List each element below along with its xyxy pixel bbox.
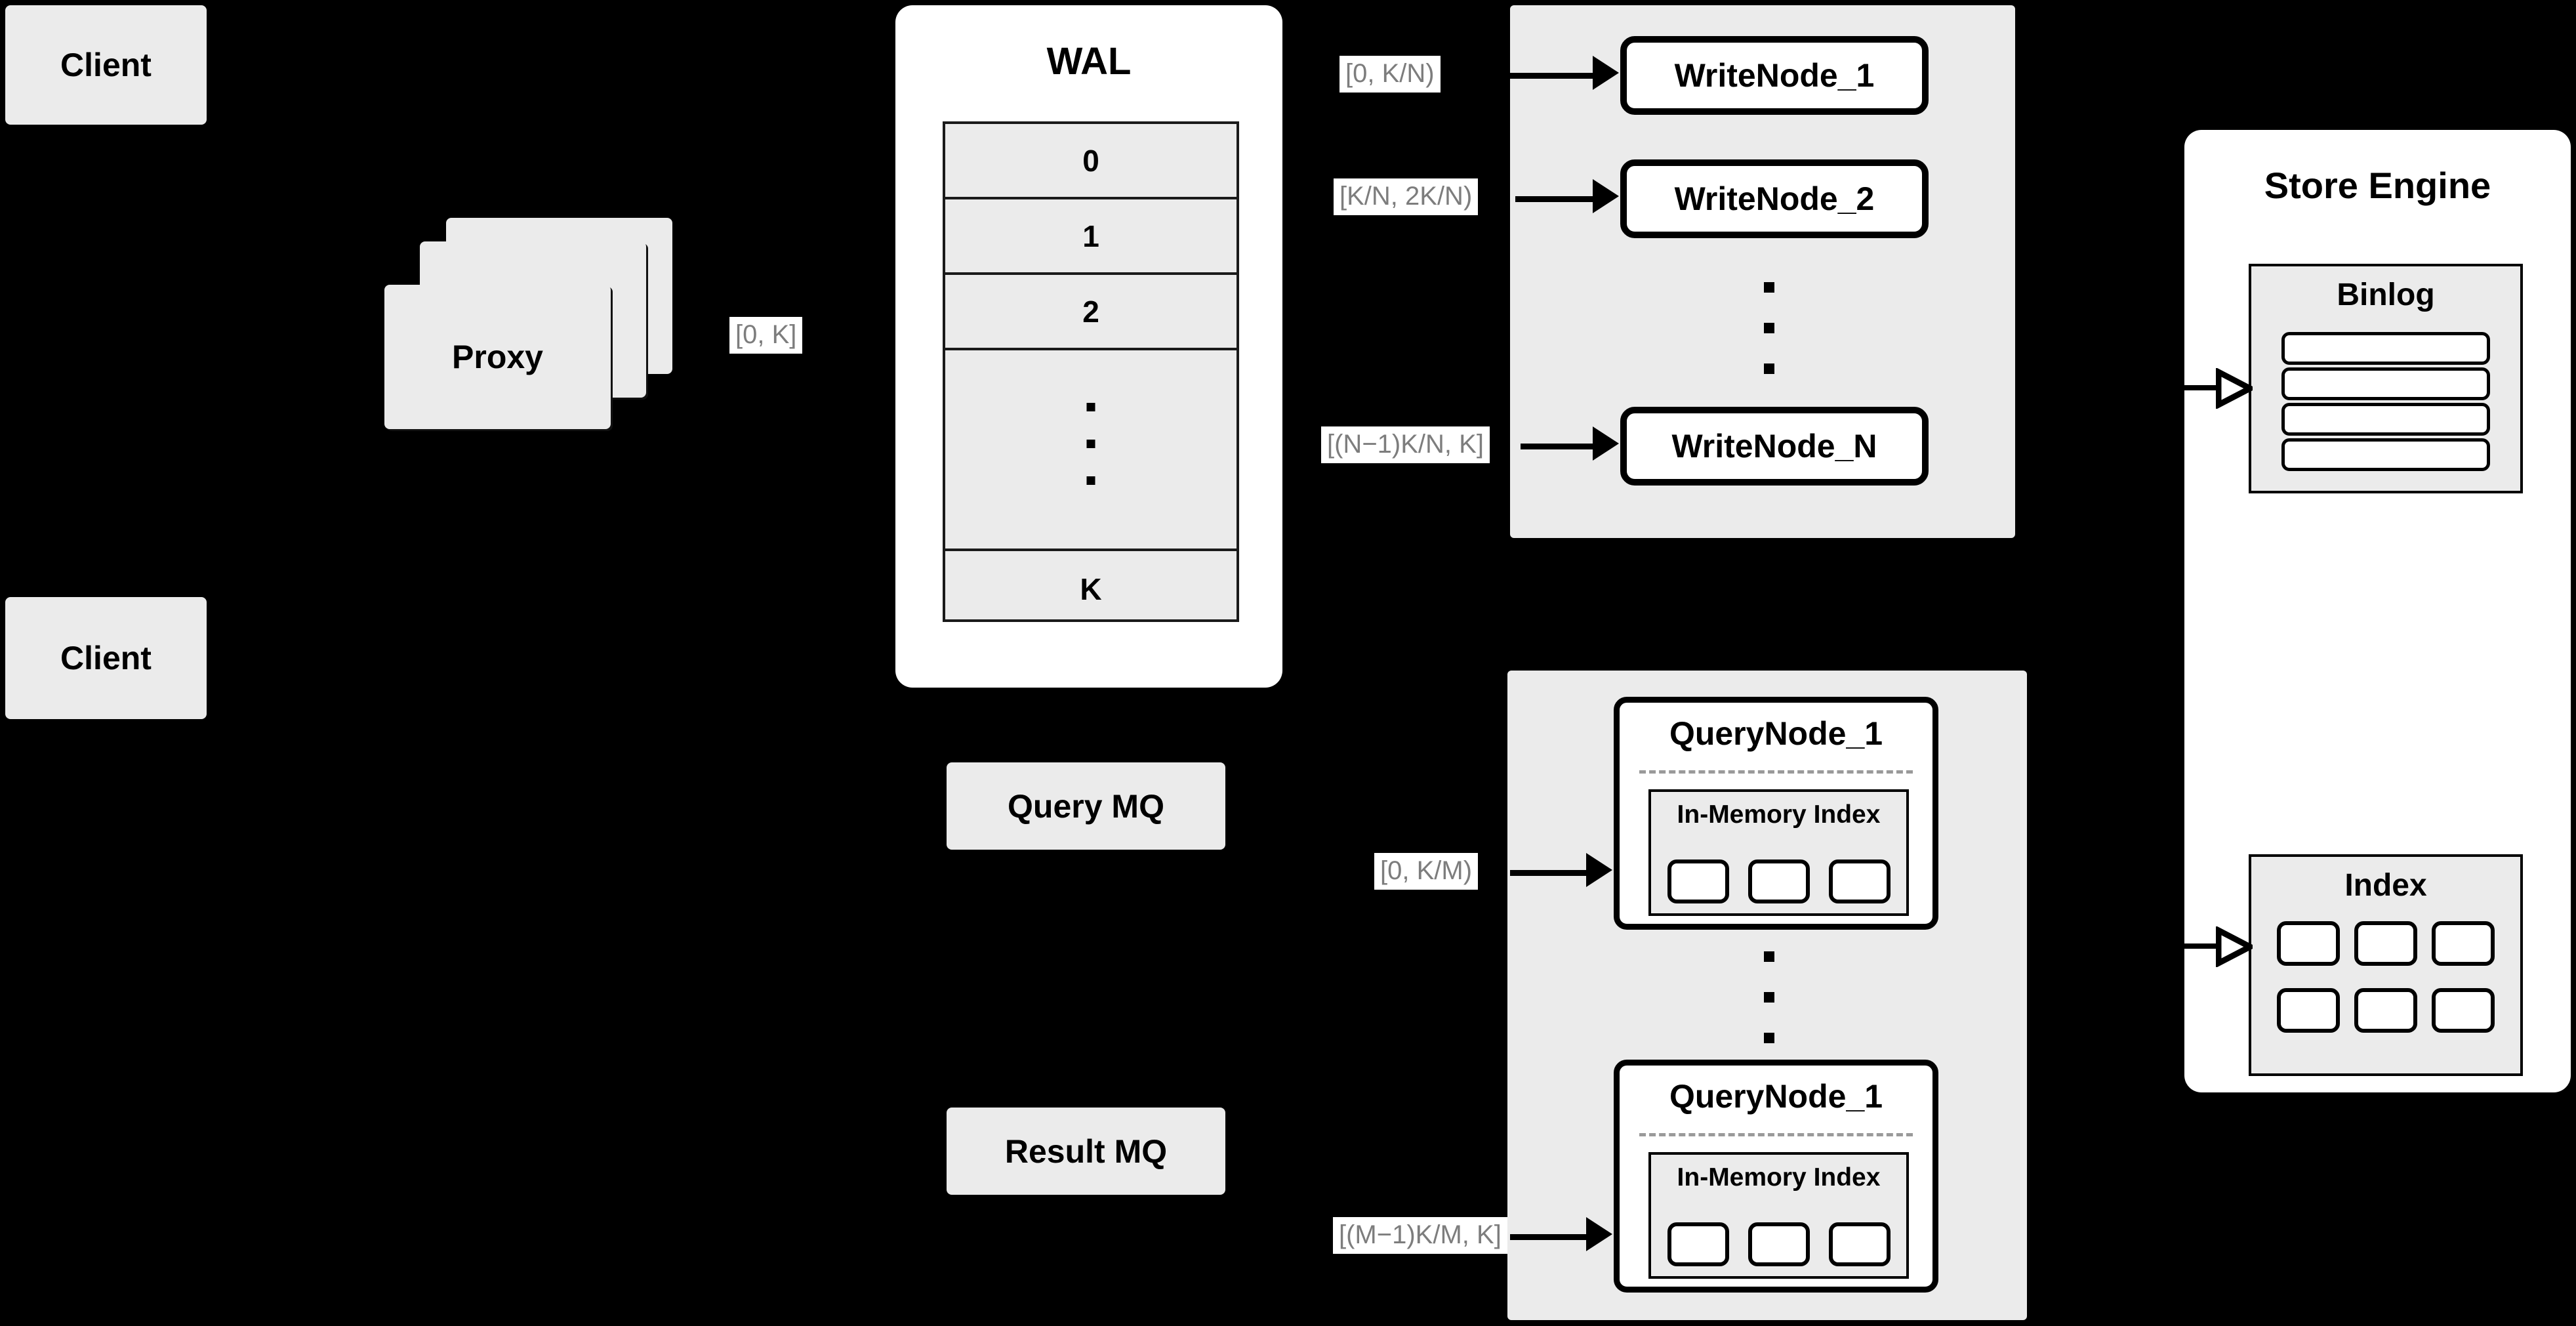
binlog-row[interactable] [2281, 403, 2490, 436]
binlog-box: Binlog [2249, 264, 2523, 493]
arrow-to-binlog [2184, 385, 2221, 390]
query-node-1-range-label: [0, K/M) [1374, 853, 1479, 890]
in-memory-index-1-label: In-Memory Index [1677, 800, 1881, 829]
wal-row[interactable]: 2 [945, 275, 1237, 350]
binlog-row[interactable] [2281, 332, 2490, 365]
write-node-n-range-label: [(N−1)K/N, K] [1321, 426, 1490, 463]
result-mq-box[interactable]: Result MQ [947, 1108, 1225, 1195]
index-segment[interactable] [1828, 860, 1891, 903]
hollow-arrow-head-icon [2216, 926, 2253, 967]
write-node-2-range-label: [K/N, 2K/N) [1334, 178, 1479, 215]
index-segment[interactable] [1748, 860, 1810, 903]
write-node-2[interactable]: WriteNode_2 [1620, 159, 1929, 238]
client-box-2[interactable]: Client [5, 597, 207, 719]
wal-row-label: 1 [1082, 218, 1099, 253]
wal-row-label: 0 [1082, 143, 1099, 178]
query-node-1-label: QueryNode_1 [1669, 715, 1883, 752]
index-title: Index [2344, 868, 2427, 903]
write-node-label: WriteNode_N [1671, 428, 1877, 465]
query-group-vertical-ellipsis-icon [1764, 951, 1774, 1043]
arrow-head-icon [1593, 179, 1619, 213]
index-cell[interactable] [2277, 921, 2340, 966]
query-node-1-separator [1639, 770, 1913, 774]
query-node-2[interactable]: QueryNode_1 In-Memory Index [1614, 1060, 1938, 1293]
hollow-arrow-head-icon [2216, 368, 2253, 409]
proxy-range-label: [0, K] [729, 317, 803, 354]
wal-row-label: 2 [1082, 294, 1099, 329]
arrow-to-write-node-2 [1515, 196, 1595, 202]
result-mq-label: Result MQ [1004, 1132, 1168, 1170]
proxy-label: Proxy [452, 339, 543, 375]
binlog-title: Binlog [2337, 278, 2435, 312]
wal-row[interactable]: K [945, 551, 1237, 627]
arrow-head-icon [1593, 426, 1619, 461]
store-engine-title: Store Engine [2264, 165, 2491, 206]
wal-row-label: K [1080, 571, 1102, 606]
index-box: Index [2249, 854, 2523, 1076]
index-cell[interactable] [2354, 988, 2417, 1033]
binlog-row[interactable] [2281, 367, 2490, 400]
index-segment[interactable] [1748, 1222, 1810, 1266]
index-cell[interactable] [2432, 988, 2495, 1033]
query-mq-box[interactable]: Query MQ [947, 762, 1225, 850]
arrow-to-write-node-n [1521, 444, 1595, 449]
index-cell[interactable] [2277, 988, 2340, 1033]
arrow-head-icon [1586, 1217, 1612, 1251]
arrow-to-query-node-2 [1510, 1234, 1589, 1240]
wal-rows: 0 1 2 K [943, 121, 1239, 622]
wal-row-ellipsis [945, 350, 1237, 551]
binlog-row[interactable] [2281, 438, 2490, 471]
query-node-2-range-label: [(M−1)K/M, K] [1333, 1217, 1507, 1254]
write-node-label: WriteNode_2 [1674, 180, 1875, 217]
proxy-card-front[interactable]: Proxy [384, 285, 611, 429]
client-box-1[interactable]: Client [5, 5, 207, 125]
write-node-1-range-label: [0, K/N) [1339, 56, 1441, 93]
query-node-2-separator [1639, 1133, 1913, 1136]
wal-title: WAL [1046, 40, 1132, 83]
write-group-vertical-ellipsis-icon [1764, 282, 1774, 374]
arrow-to-query-node-1 [1510, 870, 1589, 876]
arrow-head-icon [1593, 56, 1619, 90]
write-node-label: WriteNode_1 [1674, 57, 1875, 94]
in-memory-index-2: In-Memory Index [1648, 1152, 1909, 1279]
index-segment[interactable] [1667, 860, 1729, 903]
index-segment[interactable] [1667, 1222, 1729, 1266]
vertical-ellipsis-icon [1086, 403, 1095, 485]
wal-row[interactable]: 1 [945, 199, 1237, 275]
arrow-head-icon [1586, 853, 1612, 887]
arrow-to-index [2184, 943, 2221, 949]
query-mq-label: Query MQ [1008, 787, 1164, 825]
in-memory-index-2-label: In-Memory Index [1677, 1163, 1881, 1191]
arrow-to-write-node-1 [1510, 73, 1595, 79]
write-node-1[interactable]: WriteNode_1 [1620, 36, 1929, 115]
client-label: Client [60, 640, 152, 676]
query-node-1[interactable]: QueryNode_1 In-Memory Index [1614, 697, 1938, 930]
client-label: Client [60, 47, 152, 83]
index-cell[interactable] [2354, 921, 2417, 966]
index-cell[interactable] [2432, 921, 2495, 966]
wal-row[interactable]: 0 [945, 124, 1237, 199]
write-node-n[interactable]: WriteNode_N [1620, 407, 1929, 486]
query-node-2-label: QueryNode_1 [1669, 1078, 1883, 1115]
index-segment[interactable] [1828, 1222, 1891, 1266]
in-memory-index-1: In-Memory Index [1648, 789, 1909, 916]
